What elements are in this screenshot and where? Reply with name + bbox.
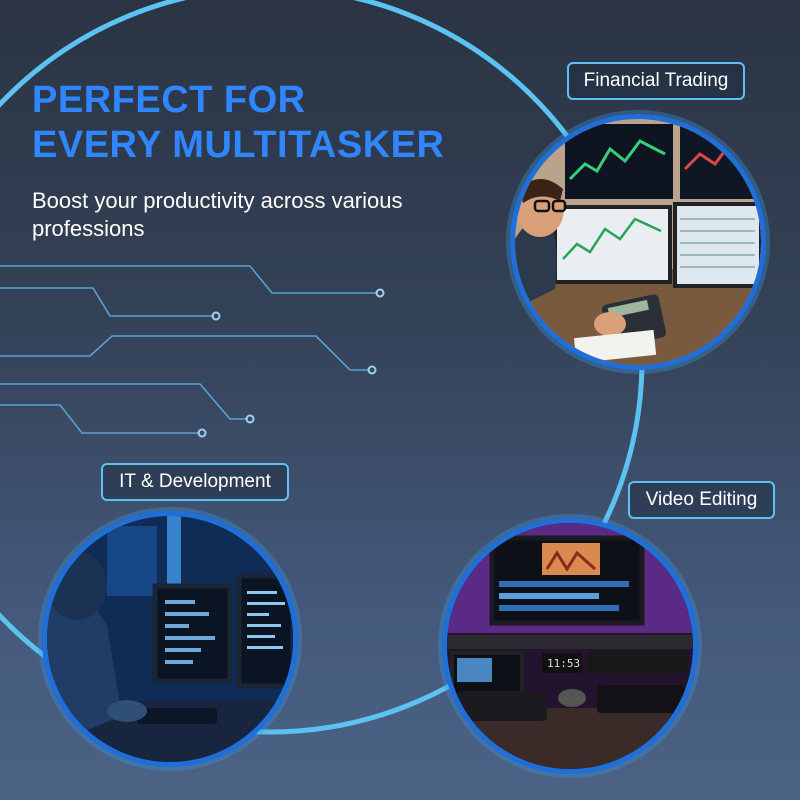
headline: PERFECT FOR EVERY MULTITASKER [32,78,444,168]
tag-it-development: IT & Development [101,463,289,501]
it-development-photo [42,511,298,767]
financial-trading-photo [510,114,766,370]
video-editing-photo: 11:53 [442,518,698,774]
financial-trading-illustration [515,119,761,365]
tag-financial-trading: Financial Trading [567,62,745,100]
headline-line-2: EVERY MULTITASKER [32,124,445,166]
headline-line-1: PERFECT FOR [32,79,306,121]
circuit-nodes [197,288,385,438]
it-development-illustration [47,516,293,762]
svg-text:11:53: 11:53 [547,657,580,670]
circuit-lines [0,265,378,434]
subheadline: Boost your productivity across various p… [32,188,403,241]
video-editing-illustration: 11:53 [447,523,693,769]
tag-video-editing: Video Editing [628,481,775,519]
